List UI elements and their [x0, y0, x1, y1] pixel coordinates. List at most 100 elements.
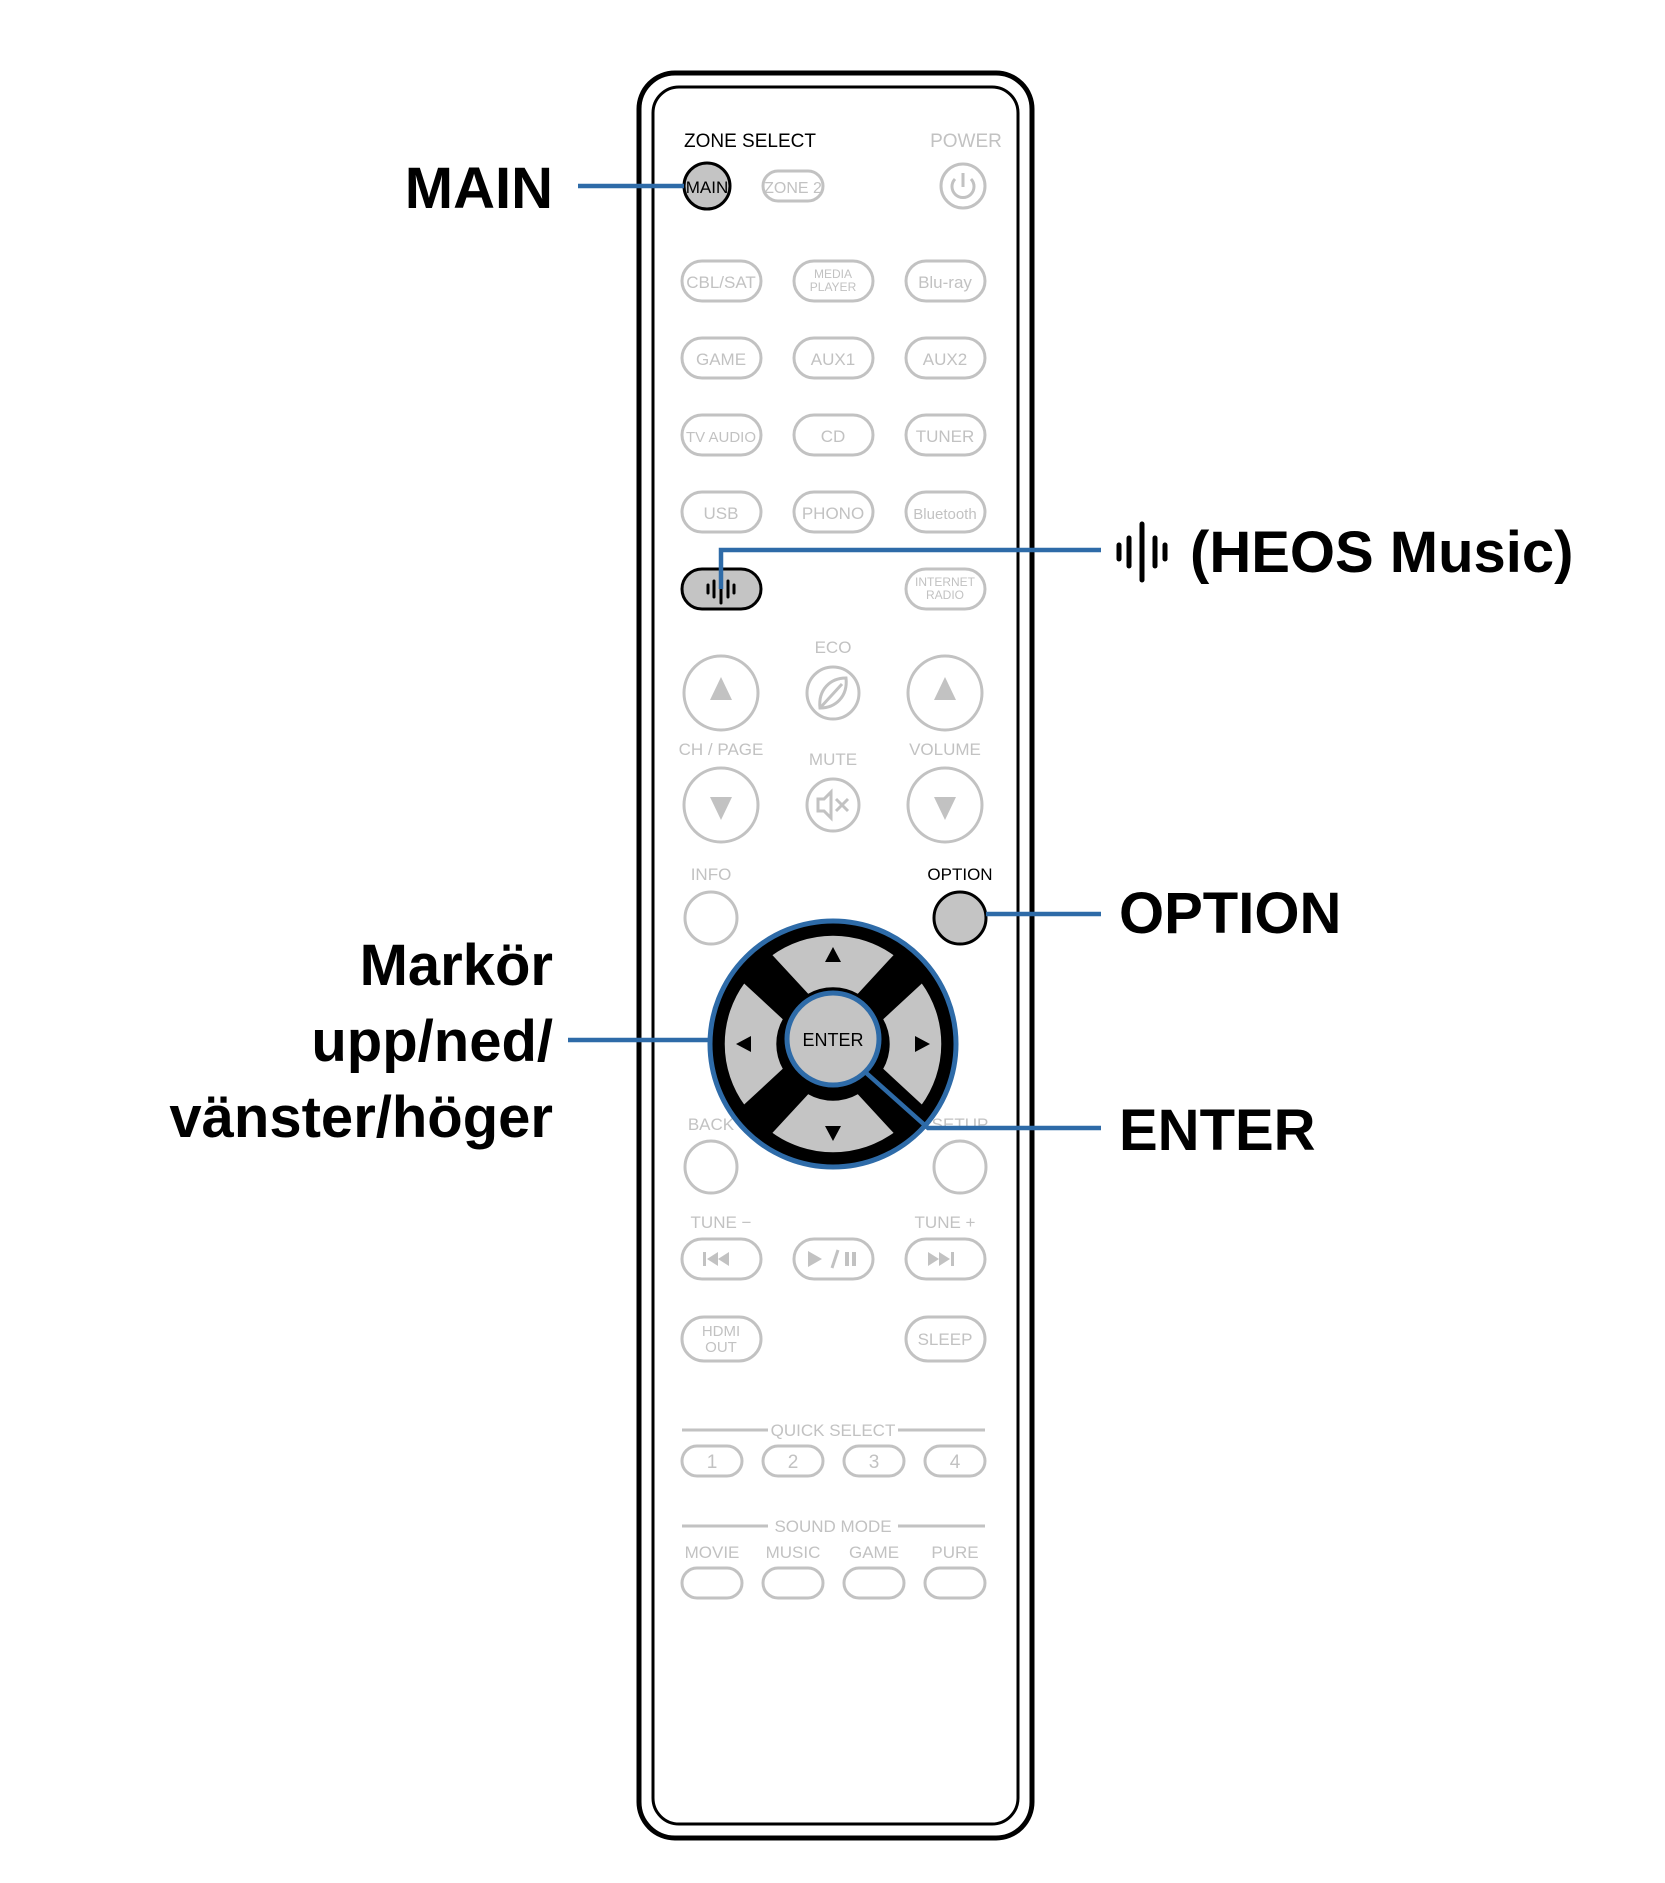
callout-cursor-line2: upp/ned/ — [311, 1009, 553, 1074]
play-pause-icon — [808, 1249, 856, 1269]
sleep-button[interactable]: SLEEP — [904, 1315, 987, 1363]
setup-button[interactable] — [932, 1139, 988, 1195]
quick-select-2-label: 2 — [788, 1452, 799, 1473]
power-button[interactable] — [939, 162, 987, 210]
zone2-button-label: ZONE 2 — [764, 180, 822, 197]
play-pause-button[interactable] — [792, 1237, 875, 1281]
tuner-label: TUNER — [916, 427, 975, 446]
sound-mode-section: SOUND MODE MOVIE MUSIC GAME PURE — [680, 1517, 987, 1600]
skip-back-icon — [703, 1252, 729, 1266]
tv-audio-button[interactable] — [680, 413, 763, 457]
volume-down-button[interactable] — [906, 766, 984, 844]
callout-enter: ENTER — [1119, 1098, 1316, 1163]
quick-select-1-button[interactable] — [680, 1444, 744, 1478]
up-arrow-icon — [710, 677, 732, 700]
quick-select-3-button[interactable] — [842, 1444, 906, 1478]
main-button[interactable]: MAIN — [682, 161, 732, 211]
tune-minus-label: TUNE − — [691, 1213, 752, 1232]
bluetooth-button[interactable] — [904, 490, 987, 534]
aux1-label: AUX1 — [811, 350, 855, 369]
cd-label: CD — [821, 427, 846, 446]
info-label: INFO — [691, 865, 732, 884]
music-button[interactable] — [761, 1566, 825, 1600]
volume-label: VOLUME — [909, 740, 981, 759]
callout-option: OPTION — [1119, 881, 1341, 946]
callout-heos: (HEOS Music) — [1190, 520, 1574, 585]
cd-button[interactable] — [792, 413, 875, 457]
sound-mode-label: SOUND MODE — [774, 1517, 891, 1536]
down-arrow-icon — [825, 1126, 841, 1141]
eco-label: ECO — [815, 638, 852, 657]
quick-select-2-button[interactable] — [761, 1444, 825, 1478]
zone2-button[interactable]: ZONE 2 — [761, 169, 825, 203]
mute-button[interactable] — [805, 777, 861, 833]
game-mode-label: GAME — [849, 1543, 899, 1562]
quick-select-section: QUICK SELECT 1 2 3 4 — [680, 1421, 987, 1478]
skip-back-button[interactable] — [680, 1237, 763, 1281]
ch-down-button[interactable] — [682, 766, 760, 844]
mute-label: MUTE — [809, 750, 857, 769]
phono-label: PHONO — [802, 504, 864, 523]
up-arrow-icon — [825, 947, 841, 962]
zone-select-label: ZONE SELECT — [684, 131, 816, 152]
aux1-button[interactable] — [792, 336, 875, 380]
game-button[interactable] — [680, 336, 763, 380]
cursor-left-button[interactable] — [722, 980, 786, 1108]
mute-icon — [816, 788, 850, 822]
heos-callout-icon — [1116, 521, 1168, 583]
game-mode-button[interactable] — [842, 1566, 906, 1600]
ch-page-label: CH / PAGE — [679, 740, 764, 759]
movie-label: MOVIE — [685, 1543, 740, 1562]
tv-audio-label: TV AUDIO — [686, 429, 756, 446]
option-label: OPTION — [927, 865, 992, 884]
cursor-up-button[interactable] — [769, 933, 897, 997]
cursor-pad: ENTER — [707, 918, 959, 1170]
eco-button[interactable] — [805, 665, 861, 721]
down-arrow-icon — [934, 797, 956, 820]
cursor-down-button[interactable] — [769, 1091, 897, 1155]
media-player-button[interactable] — [792, 259, 875, 303]
leaf-icon — [818, 676, 848, 710]
enter-leader — [862, 1069, 1101, 1131]
enter-button[interactable]: ENTER — [784, 990, 882, 1088]
bluray-button[interactable] — [904, 259, 987, 303]
setup-label: SETUP — [932, 1115, 989, 1134]
sleep-label: SLEEP — [918, 1330, 973, 1349]
bluray-label: Blu-ray — [918, 273, 972, 292]
music-label: MUSIC — [766, 1543, 821, 1562]
cbl-sat-label: CBL/SAT — [686, 273, 756, 292]
skip-forward-icon — [928, 1252, 954, 1266]
phono-button[interactable] — [792, 490, 875, 534]
usb-button[interactable] — [680, 490, 763, 534]
info-button[interactable] — [683, 890, 739, 946]
aux2-label: AUX2 — [923, 350, 967, 369]
volume-up-button[interactable] — [906, 654, 984, 732]
ch-up-button[interactable] — [682, 654, 760, 732]
tune-plus-label: TUNE + — [915, 1213, 976, 1232]
tuner-button[interactable] — [904, 413, 987, 457]
callout-cursor-line1: Markör — [360, 933, 553, 998]
cursor-right-button[interactable] — [880, 980, 944, 1108]
pure-button[interactable] — [923, 1566, 987, 1600]
power-label: POWER — [930, 131, 1002, 152]
back-label: BACK — [688, 1115, 735, 1134]
down-arrow-icon — [710, 797, 732, 820]
power-icon — [950, 173, 976, 199]
cbl-sat-button[interactable] — [680, 259, 763, 303]
back-button[interactable] — [683, 1139, 739, 1195]
quick-select-1-label: 1 — [707, 1452, 718, 1473]
bluetooth-label: Bluetooth — [913, 506, 976, 523]
leader-lines — [568, 183, 1101, 1131]
movie-button[interactable] — [680, 1566, 744, 1600]
option-button[interactable] — [932, 890, 988, 946]
skip-forward-button[interactable] — [904, 1237, 987, 1281]
quick-select-4-button[interactable] — [923, 1444, 987, 1478]
game-label: GAME — [696, 350, 746, 369]
callout-cursor-line3: vänster/höger — [169, 1085, 553, 1150]
aux2-button[interactable] — [904, 336, 987, 380]
